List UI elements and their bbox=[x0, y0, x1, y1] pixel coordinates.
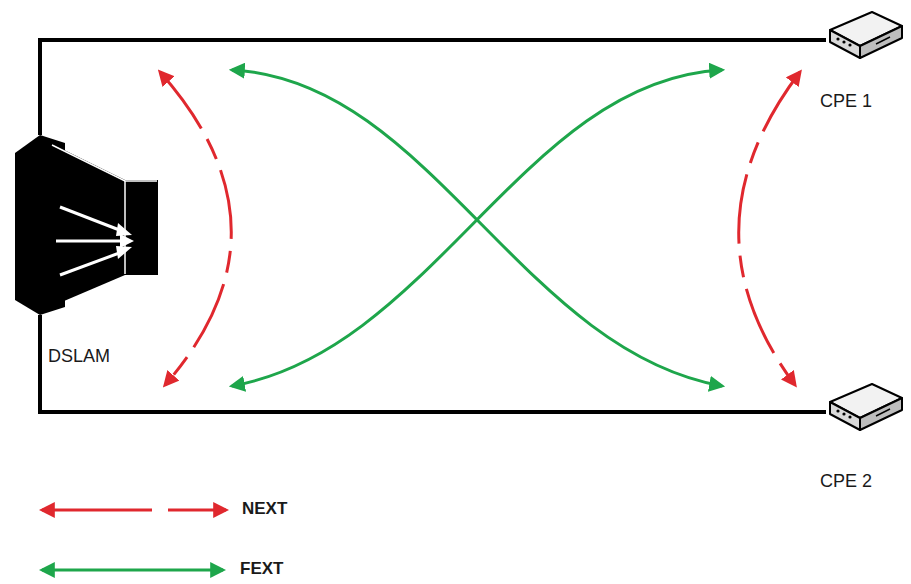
icon-part bbox=[848, 415, 851, 418]
node-label: CPE 2 bbox=[820, 471, 872, 491]
cpe-node: CPE 1 bbox=[826, 8, 904, 72]
icon-part bbox=[860, 26, 902, 58]
icon-part bbox=[836, 409, 839, 412]
icon-part bbox=[116, 246, 132, 259]
icon-part bbox=[876, 409, 890, 416]
icon-part bbox=[842, 40, 845, 43]
icon-part bbox=[56, 240, 122, 243]
cpe-node: CPE 2 bbox=[826, 380, 904, 444]
icon-part bbox=[836, 37, 839, 40]
icon-part bbox=[876, 37, 890, 44]
next-arrow bbox=[739, 72, 800, 385]
legend-label: FEXT bbox=[240, 559, 283, 579]
icon-part bbox=[60, 252, 122, 275]
legend-sample-next bbox=[42, 509, 226, 512]
icon-part bbox=[60, 207, 122, 231]
icon-part bbox=[124, 181, 126, 274]
line-connector bbox=[40, 40, 826, 135]
legend-label: NEXT bbox=[242, 499, 287, 519]
dslam-icon bbox=[10, 135, 160, 315]
line-connector bbox=[40, 315, 826, 412]
icon-part bbox=[830, 30, 860, 58]
fext-arrow bbox=[232, 70, 722, 386]
cpe-router-icon bbox=[826, 380, 904, 444]
dslam-node: DSLAM bbox=[10, 135, 160, 315]
next-arrow bbox=[160, 72, 231, 385]
legend-sample-fext bbox=[42, 569, 223, 572]
cpe-router-icon bbox=[826, 8, 904, 72]
icon-part bbox=[50, 143, 125, 307]
icon-part bbox=[848, 43, 851, 46]
icon-part bbox=[116, 223, 132, 236]
icon-part bbox=[830, 402, 860, 430]
icon-part bbox=[860, 398, 902, 430]
icon-part bbox=[120, 234, 134, 248]
icon-part bbox=[52, 145, 157, 181]
node-label: DSLAM bbox=[48, 346, 110, 366]
node-label: CPE 1 bbox=[820, 91, 872, 111]
icon-part bbox=[842, 412, 845, 415]
icon-part bbox=[125, 180, 158, 275]
fext-arrow bbox=[232, 70, 722, 386]
